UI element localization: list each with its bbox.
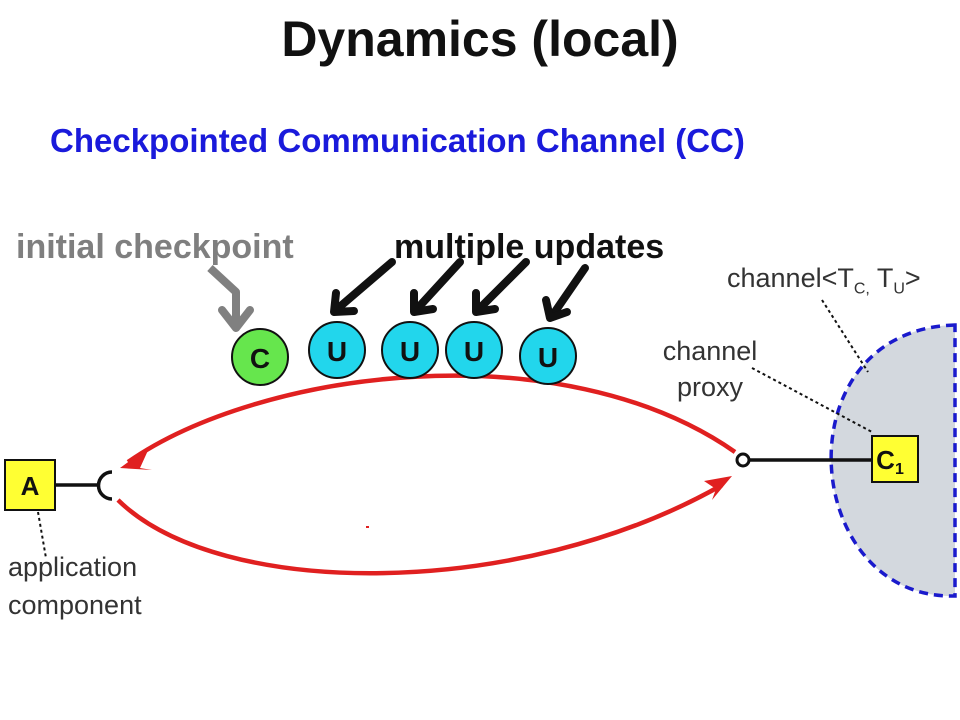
channel-proxy-line2: proxy [676,372,744,402]
channel-type-label: channel<TC, TU> [727,263,921,298]
checkpoint-node: C [231,328,289,386]
proxy-box-letter: C [876,445,895,475]
app-box: A [4,459,56,511]
channel-type-mid: T [869,263,894,293]
update-label: U [464,336,484,367]
gray-arrow-initial [207,265,240,324]
channel-proxy-line1: channel [662,336,758,366]
update-node: U [381,321,439,379]
proxy-box: C1 [871,435,919,483]
update-label: U [400,336,420,367]
channel-callout-line [821,299,869,373]
application-label-line2: component [8,590,142,620]
gray-arrowhead-initial [218,306,254,332]
app-callout-line [37,511,47,559]
update-node: U [445,321,503,379]
initial-checkpoint-label: initial checkpoint [16,228,294,266]
flow-arrowhead-to-app [120,446,152,470]
app-box-label: A [21,471,40,501]
update-label: U [327,336,347,367]
page-subtitle: Checkpointed Communication Channel (CC) [50,122,745,159]
svg-text:C1: C1 [876,445,904,478]
channel-type-suffix: > [904,263,921,293]
update-node: U [519,327,577,385]
page-title: Dynamics (local) [281,11,679,67]
proxy-box-subscript: 1 [895,461,904,478]
update-node: U [308,321,366,379]
app-socket [96,470,113,501]
channel-type-sub-c: C, [853,280,870,298]
proxy-port [735,452,751,468]
proxy-callout-line [751,367,873,433]
small-red-dot [366,526,369,528]
update-label: U [538,342,558,373]
flow-arrowhead-to-proxy [704,476,732,500]
update-arrows [330,258,589,322]
checkpoint-label: C [250,343,270,374]
multiple-updates-label: multiple updates [394,228,665,266]
application-label-line1: application [8,552,138,582]
channel-type-sub-u: U [893,280,905,298]
channel-type-prefix: channel<T [727,263,854,293]
flow-arrow-to-proxy [116,483,724,576]
